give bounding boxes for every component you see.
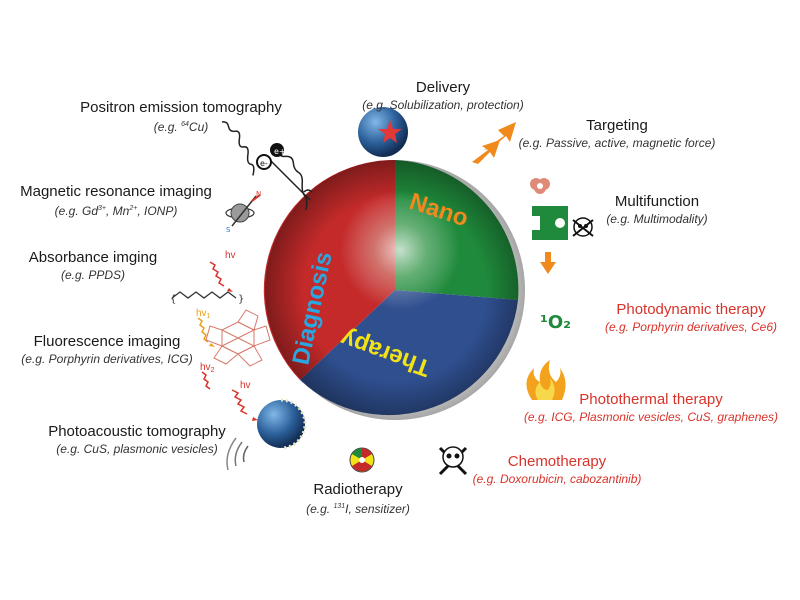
- center-pie: [263, 159, 525, 420]
- pet-icon: e+ e-: [221, 121, 313, 211]
- svg-text:e-: e-: [260, 159, 268, 168]
- multifunction-title: Multifunction: [614, 193, 700, 210]
- mri-label: Magnetic resonance imaging (e.g. Gd3+, M…: [2, 182, 230, 219]
- fluorescence-icon: [197, 309, 271, 390]
- delivery-example: (e.g. Solubilization, protection): [362, 98, 524, 112]
- skull-icon: [438, 446, 468, 476]
- svg-text:e+: e+: [274, 147, 286, 156]
- delivery-icon: [358, 107, 408, 157]
- multifunction-label: Multifunction (e.g. Multimodality): [592, 192, 722, 227]
- photothermal-example: (e.g. ICG, Plasmonic vesicles, CuS, grap…: [523, 410, 779, 424]
- fluorescence-label: Fluorescence imaging (e.g. Porphyrin der…: [0, 332, 214, 367]
- photoacoustic-title: Photoacoustic tomography: [48, 423, 226, 440]
- mri-title: Magnetic resonance imaging: [20, 183, 212, 200]
- delivery-title: Delivery: [415, 79, 471, 96]
- absorbance-label: Absorbance imging (e.g. PPDS): [10, 248, 176, 283]
- radiotherapy-example: (e.g. 131I, sensitizer): [306, 502, 410, 516]
- radiotherapy-label: Radiotherapy (e.g. 131I, sensitizer): [278, 480, 438, 517]
- hv2-label: hv2: [200, 362, 215, 374]
- photoacoustic-icon: [226, 389, 307, 471]
- chemotherapy-example: (e.g. Doxorubicin, cabozantinib): [472, 472, 642, 486]
- photothermal-title: Photothermal therapy: [579, 391, 723, 408]
- svg-text:{: {: [170, 294, 176, 305]
- svg-text:S: S: [226, 226, 231, 234]
- multifunction-example: (e.g. Multimodality): [606, 212, 708, 226]
- photodynamic-label: Photodynamic therapy (e.g. Porphyrin der…: [588, 300, 794, 335]
- fluorescence-title: Fluorescence imaging: [33, 333, 181, 350]
- photodynamic-example: (e.g. Porphyrin derivatives, Ce6): [604, 320, 778, 334]
- absorbance-example: (e.g. PPDS): [60, 268, 126, 282]
- radiation-icon: [349, 447, 375, 473]
- flame-icon: [526, 360, 566, 400]
- photoacoustic-label: Photoacoustic tomography (e.g. CuS, plas…: [32, 422, 242, 457]
- pet-title: Positron emission tomography: [80, 99, 282, 116]
- mri-icon: N S: [225, 190, 261, 234]
- targeting-title: Targeting: [586, 117, 648, 134]
- delivery-label: Delivery (e.g. Solubilization, protectio…: [338, 78, 548, 113]
- multifunction-icon: [530, 178, 594, 274]
- hv-photoacoustic-label: hv: [240, 380, 251, 391]
- svg-text:N: N: [256, 190, 261, 198]
- hv-label: hv: [225, 250, 236, 261]
- fluorescence-example: (e.g. Porphyrin derivatives, ICG): [21, 352, 193, 366]
- photoacoustic-example: (e.g. CuS, plasmonic vesicles): [56, 442, 218, 456]
- targeting-icon: [472, 122, 516, 164]
- radiotherapy-title: Radiotherapy: [313, 481, 403, 498]
- pet-label: Positron emission tomography (e.g. 64Cu): [66, 98, 296, 135]
- pet-example: (e.g. 64Cu): [153, 120, 209, 134]
- chemotherapy-label: Chemotherapy (e.g. Doxorubicin, cabozant…: [452, 452, 662, 487]
- photodynamic-title: Photodynamic therapy: [616, 301, 766, 318]
- chemotherapy-title: Chemotherapy: [507, 453, 607, 470]
- singlet-oxygen-label: ¹O₂: [540, 312, 571, 333]
- targeting-example: (e.g. Passive, active, magnetic force): [518, 136, 716, 150]
- absorbance-icon: { }: [170, 261, 244, 305]
- targeting-label: Targeting (e.g. Passive, active, magneti…: [502, 116, 732, 151]
- absorbance-title: Absorbance imging: [28, 249, 158, 266]
- svg-text:}: }: [238, 294, 244, 305]
- hv1-label: hv1: [196, 308, 211, 320]
- photothermal-label: Photothermal therapy (e.g. ICG, Plasmoni…: [504, 390, 798, 425]
- mri-example: (e.g. Gd3+, Mn2+, IONP): [54, 204, 178, 218]
